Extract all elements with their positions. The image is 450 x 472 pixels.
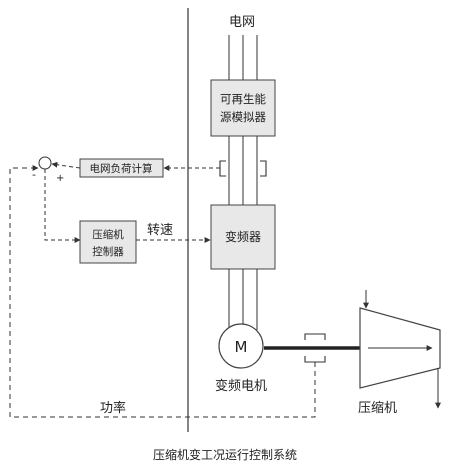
sum-to-controller-line xyxy=(44,169,81,243)
power-feedback-line xyxy=(9,165,316,418)
minus-sign: - xyxy=(32,168,36,181)
summing-junction xyxy=(38,156,52,170)
compressor-label: 压缩机 xyxy=(358,400,397,416)
plus-sign: + xyxy=(56,173,64,184)
speed-label: 转速 xyxy=(147,223,173,238)
compressor-controller-label-2: 控制器 xyxy=(92,245,124,258)
grid-load-calc-label: 电网负荷计算 xyxy=(90,162,153,175)
vfd-label: 变频器 xyxy=(225,229,261,244)
compressor-controller-label-1: 压缩机 xyxy=(92,228,124,241)
vfd-box xyxy=(210,204,276,270)
renewable-simulator-box xyxy=(210,79,276,137)
renewable-simulator-label-2: 源模拟器 xyxy=(220,110,266,124)
vfd-motor-label: 变频电机 xyxy=(215,378,267,394)
motor-circle xyxy=(218,323,264,369)
motor-symbol: M xyxy=(235,338,248,356)
figure-caption: 压缩机变工况运行控制系统 xyxy=(152,448,297,462)
grid-label: 电网 xyxy=(229,15,255,30)
calc-to-sum-line xyxy=(51,161,81,169)
three-phase-lines xyxy=(228,35,258,330)
power-label: 功率 xyxy=(100,400,126,416)
compressor-controller-box xyxy=(79,220,137,264)
renewable-simulator-label-1: 可再生能 xyxy=(220,92,266,106)
